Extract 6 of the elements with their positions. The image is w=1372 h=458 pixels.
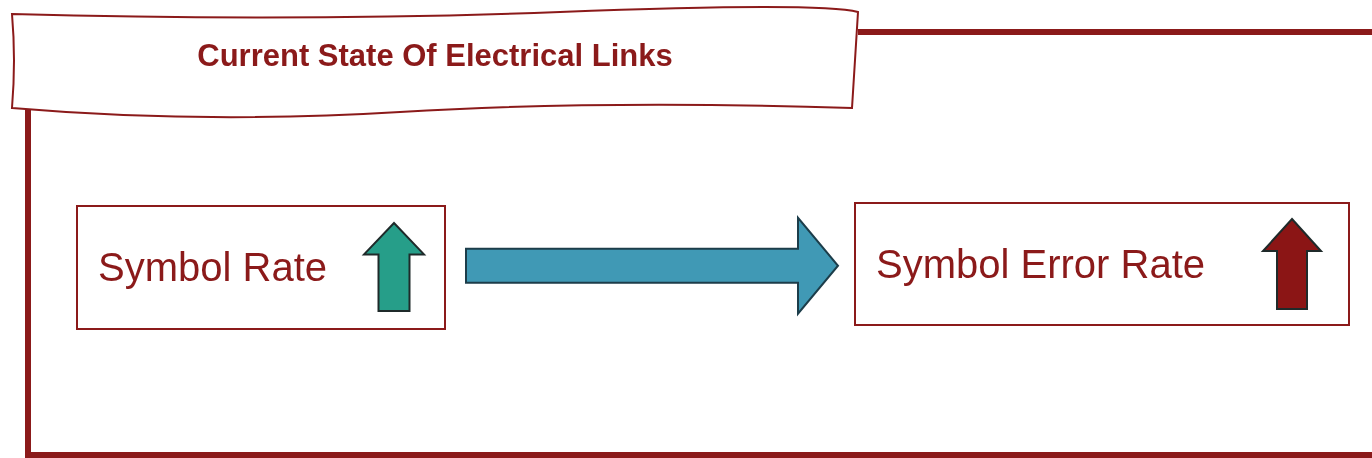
text-box (76, 205, 446, 330)
box-label: Symbol Rate (98, 245, 327, 290)
text-box (854, 202, 1350, 326)
title: Current State Of Electrical Links (196, 38, 674, 74)
block-arrow (465, 215, 840, 317)
box-label: Symbol Error Rate (876, 241, 1205, 287)
